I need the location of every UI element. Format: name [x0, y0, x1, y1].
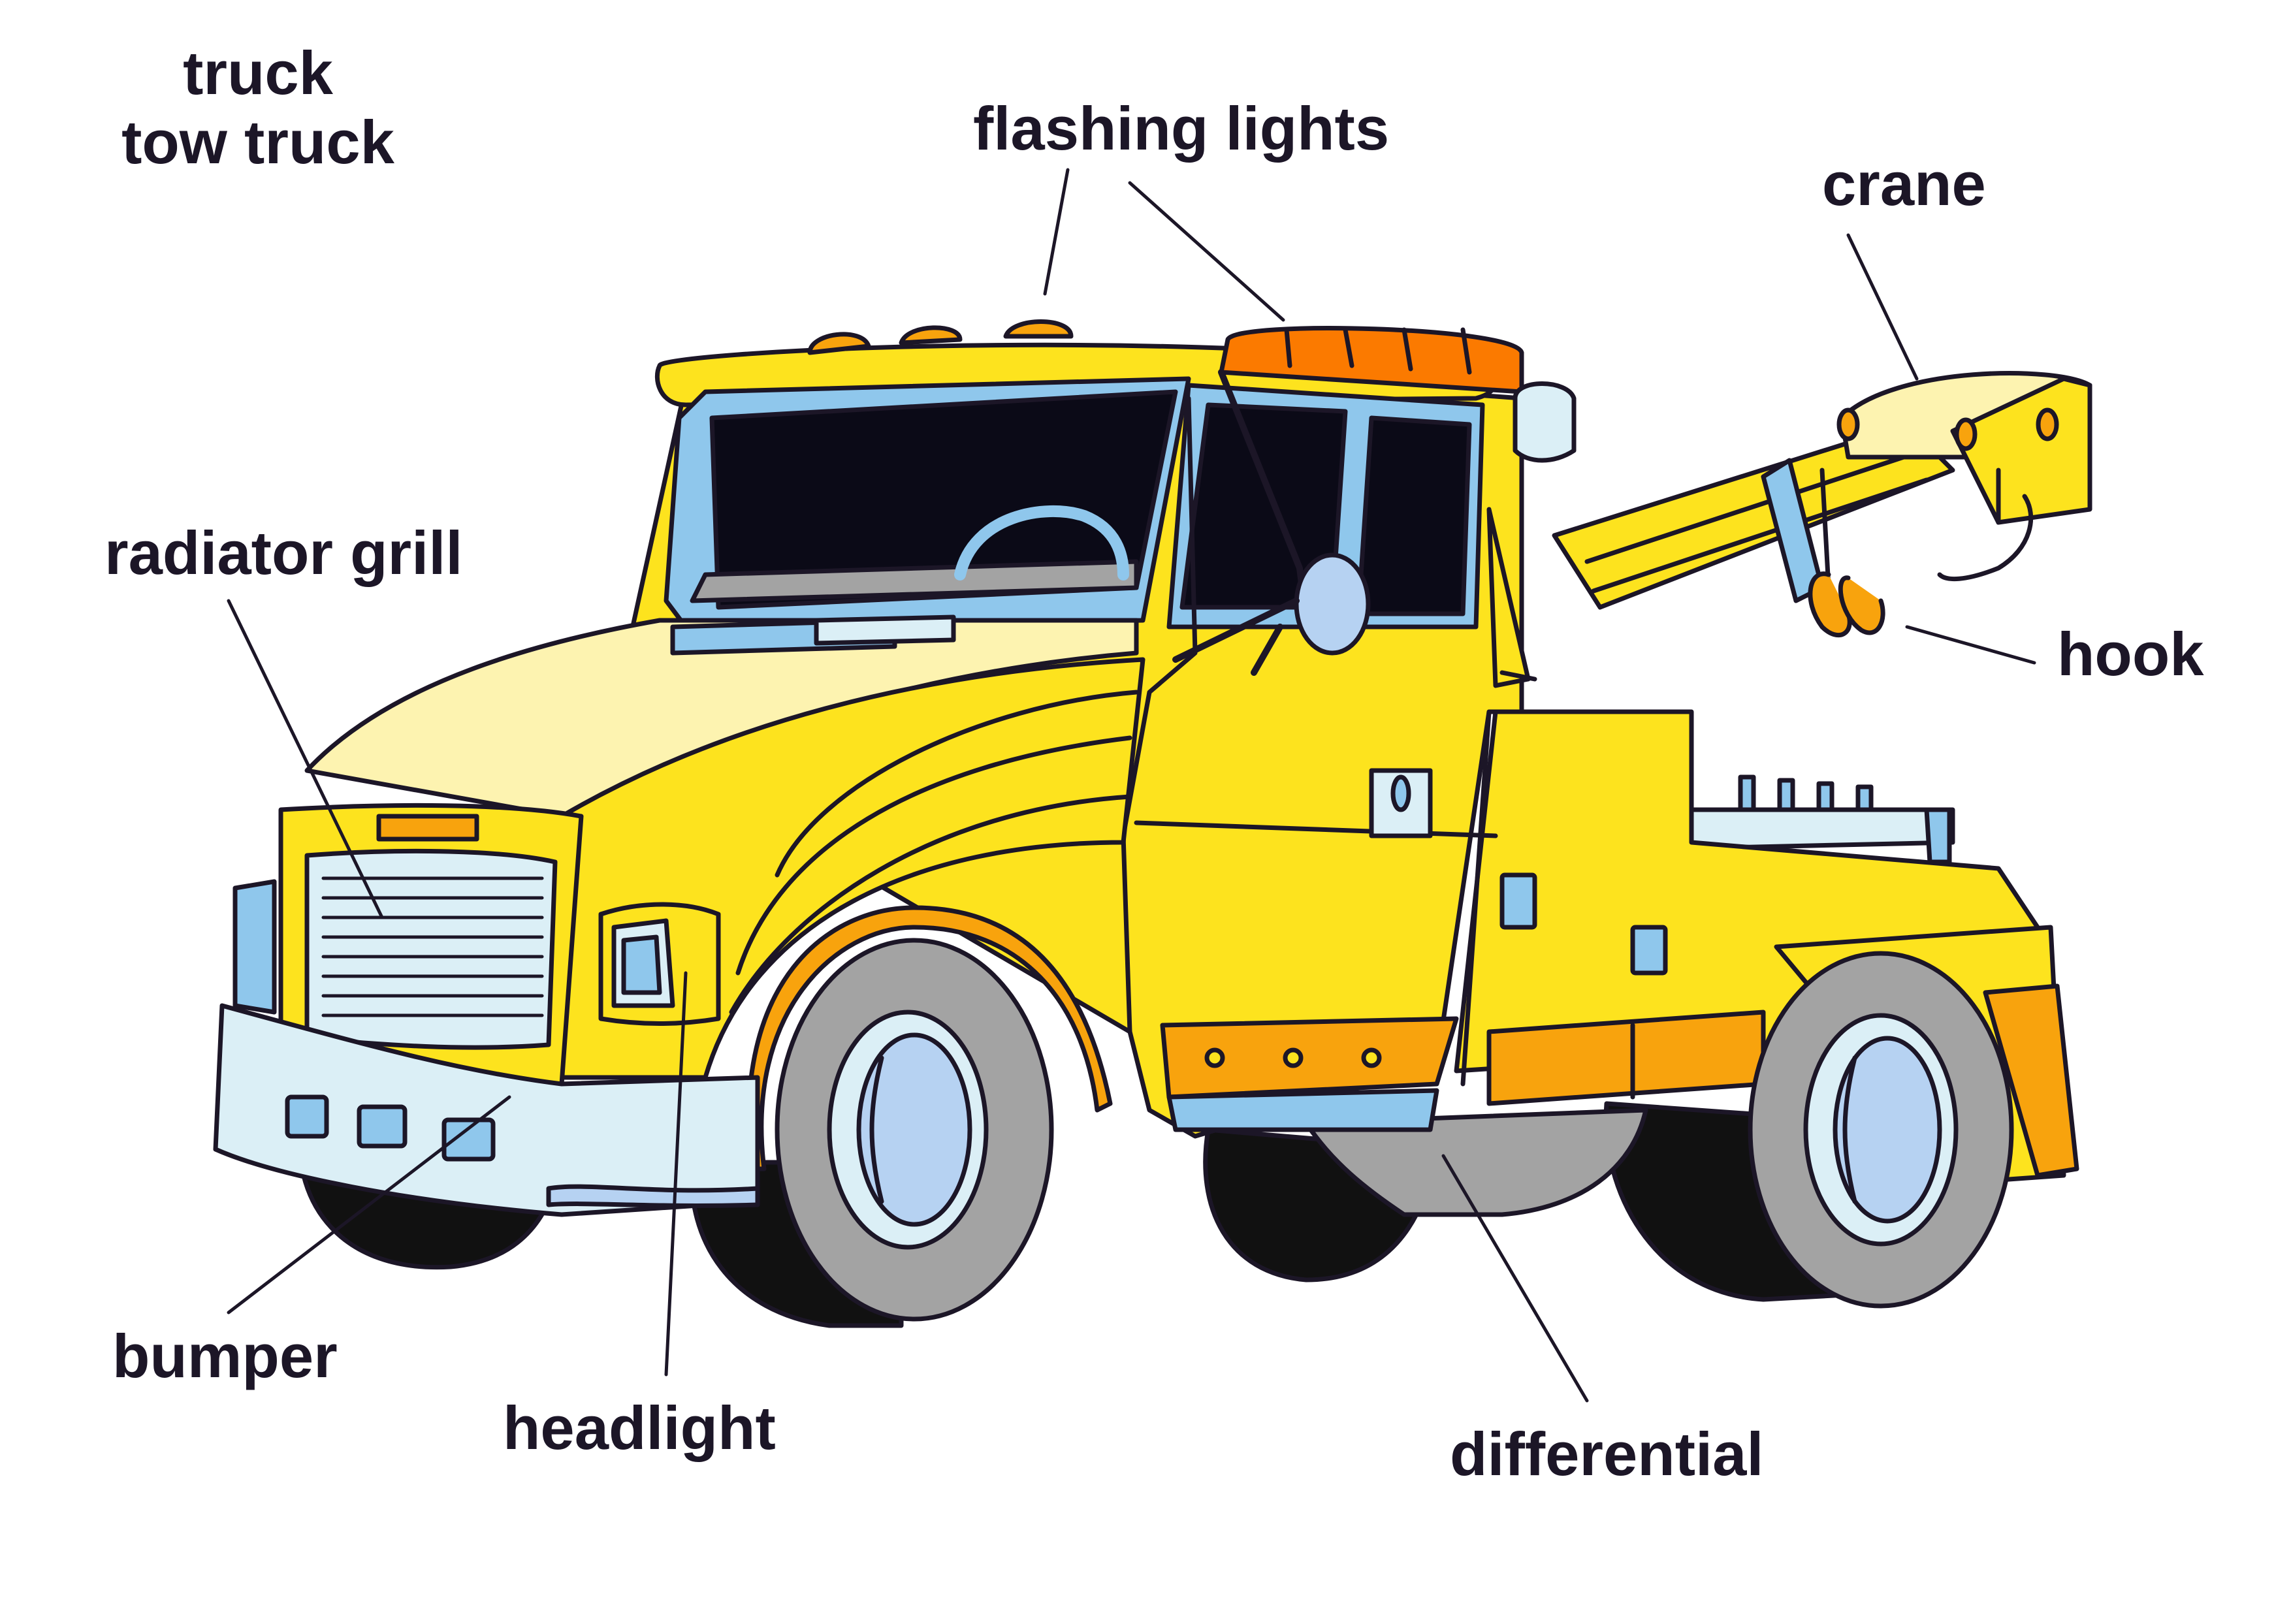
label-bumper: bumper	[112, 1322, 338, 1390]
crane	[1552, 371, 2092, 610]
title-line-2: tow truck	[121, 108, 394, 176]
leader-radiator-grill	[227, 599, 384, 919]
leader-crane	[1846, 233, 1919, 381]
label-headlight: headlight	[503, 1393, 776, 1462]
title-line-1: truck	[183, 39, 333, 107]
label-hook: hook	[2057, 620, 2204, 688]
side-skirt	[1160, 1016, 1459, 1132]
headlight	[598, 902, 721, 1026]
leader-differential	[1441, 1154, 1589, 1403]
leader-bumper	[227, 1095, 511, 1314]
leader-flashing-lights-1	[1043, 168, 1070, 296]
bumper	[213, 1003, 760, 1217]
label-differential: differential	[1450, 1420, 1764, 1488]
page-title: truck tow truck	[111, 42, 405, 173]
label-radiator-grill: radiator grill	[104, 518, 463, 587]
leader-lines	[227, 168, 2036, 1403]
label-flashing-lights: flashing lights	[973, 94, 1390, 163]
rear-wheel	[1748, 951, 2014, 1309]
leader-hook	[1905, 625, 2036, 665]
leader-flashing-lights-2	[1128, 181, 1285, 322]
front-wheel	[775, 938, 1054, 1322]
label-crane: crane	[1822, 150, 1986, 218]
radiator-grill	[232, 803, 584, 1089]
differential	[1203, 1107, 1648, 1282]
hook	[1808, 571, 1885, 637]
leader-headlight	[664, 971, 688, 1377]
flashing-lights	[807, 319, 1074, 355]
front-fender	[746, 905, 1113, 1171]
